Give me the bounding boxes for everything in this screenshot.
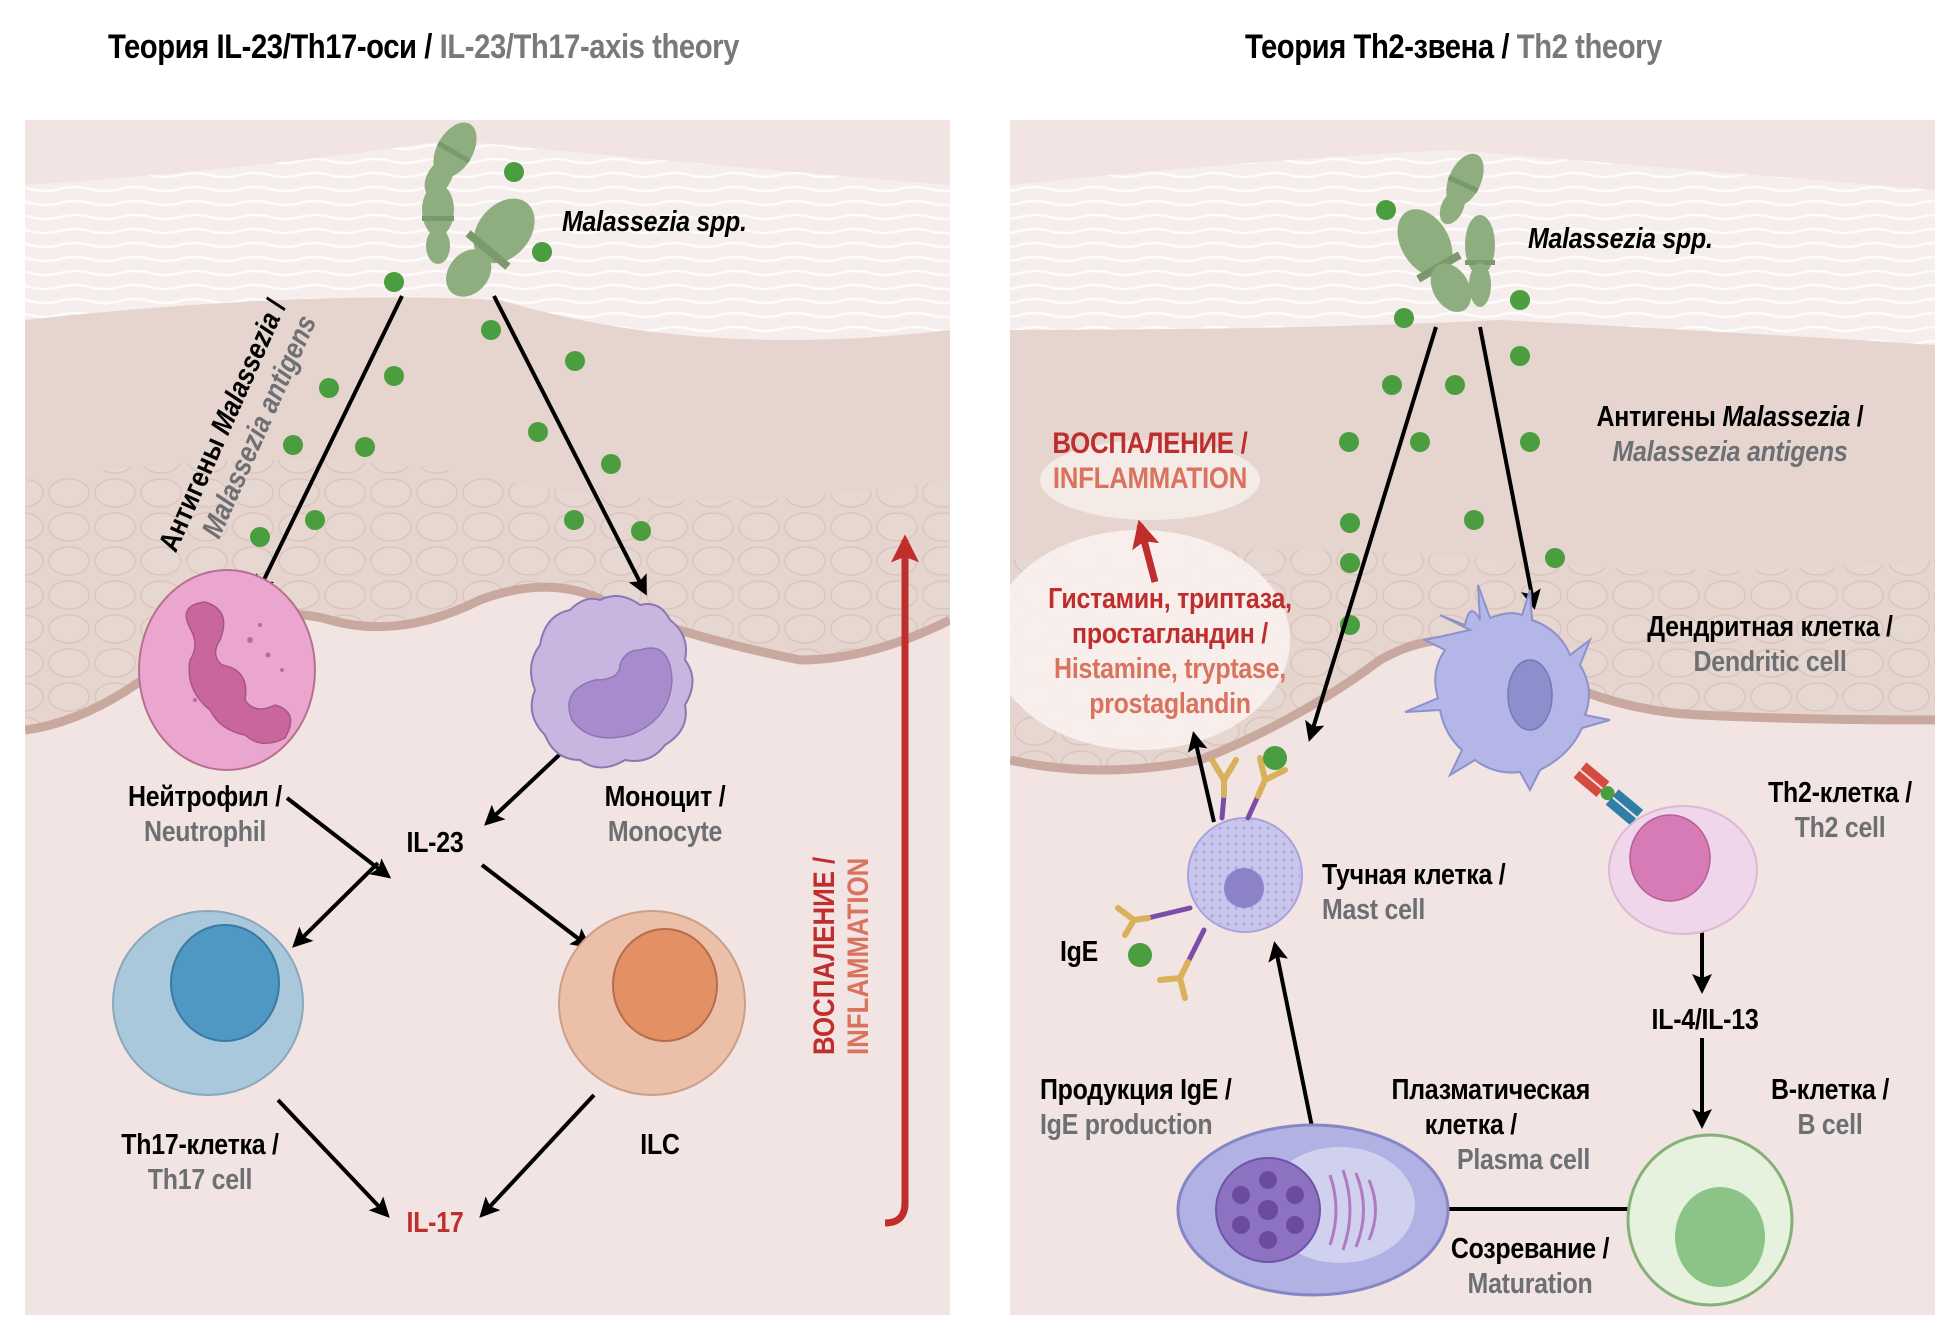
ilc-label: ILC — [608, 1128, 711, 1163]
neutrophil-cell-icon — [138, 569, 316, 771]
pathogen-label: Malassezia spp. — [1528, 222, 1713, 257]
mast-cell-icon — [1187, 817, 1303, 933]
inflammation-label: ВОСПАЛЕНИЕ / INFLAMMATION — [1043, 426, 1258, 496]
pathogen-label: Malassezia spp. — [562, 205, 747, 240]
ige-production-en: IgE production — [1040, 1109, 1213, 1141]
inflammation-arrow — [1132, 519, 1160, 583]
title-en: Th2 theory — [1516, 28, 1663, 66]
neutrophil-ru: Нейтрофил / — [128, 781, 282, 813]
antigens-ru-italic: Malassezia — [1722, 401, 1851, 433]
inflammation-label: ВОСПАЛЕНИЕ / INFLAMMATION — [808, 857, 876, 1055]
pathogen-name: Malassezia spp. — [1528, 223, 1713, 255]
inflammation-ru: ВОСПАЛЕНИЕ / — [808, 856, 841, 1055]
ilc-ru: ILC — [640, 1129, 680, 1161]
neutrophil-en: Neutrophil — [143, 816, 267, 848]
dendritic-cell-label: Дендритная клетка / Dendritic cell — [1624, 610, 1916, 680]
th2-en: Th2 cell — [1794, 812, 1886, 844]
th17-ru: Th17-клетка / — [121, 1129, 279, 1161]
th17-en: Th17 cell — [147, 1164, 253, 1196]
il4-il13-text: IL-4/IL-13 — [1651, 1004, 1759, 1036]
plasma-cell-label: Плазматическая клетка / Plasma cell — [1341, 1073, 1591, 1178]
il17-text: IL-17 — [406, 1207, 464, 1239]
title-ru: Теория IL-23/Th17-оси / — [108, 28, 440, 66]
monocyte-en: Monocyte — [607, 816, 723, 848]
maturation-en: Maturation — [1467, 1268, 1593, 1300]
left-arrows — [256, 295, 647, 1218]
mediators-en-2: prostaglandin — [1089, 688, 1251, 720]
plasma-ru-2: клетка / — [1424, 1109, 1517, 1141]
th17-label: Th17-клетка / Th17 cell — [80, 1128, 321, 1198]
th17-cell-icon — [112, 910, 304, 1096]
malassezia-fungus-icon — [1397, 153, 1495, 312]
inflammation-en: INFLAMMATION — [842, 857, 875, 1055]
mhc-tcr-complex-icon — [1573, 762, 1644, 826]
dendritic-ru: Дендритная клетка / — [1647, 611, 1893, 643]
th2-cell-icon — [1608, 805, 1758, 935]
inflammation-ru: ВОСПАЛЕНИЕ / — [1052, 427, 1248, 460]
antigen-dots — [1339, 200, 1565, 635]
ilc-cell-icon — [558, 910, 746, 1096]
inflammation-en: INFLAMMATION — [1052, 462, 1248, 495]
monocyte-cell-icon — [530, 595, 694, 769]
title-ru: Теория Th2-звена / — [1245, 28, 1517, 66]
mediators-en-1: Histamine, tryptase, — [1054, 653, 1286, 685]
mast-cell-label: Тучная клетка / Mast cell — [1322, 858, 1506, 928]
th2-cell-label: Th2-клетка / Th2 cell — [1754, 776, 1926, 846]
maturation-label: Созревание / Maturation — [1435, 1232, 1624, 1302]
b-cell-icon — [1626, 1133, 1794, 1307]
mast-ru: Тучная клетка / — [1322, 859, 1506, 891]
ige-production-ru: Продукция IgE / — [1040, 1074, 1232, 1106]
mediators-ru-2: простагландин / — [1072, 618, 1268, 650]
bcell-en: B cell — [1797, 1109, 1863, 1141]
dendritic-en: Dendritic cell — [1693, 646, 1847, 678]
inflammation-arrow — [500, 534, 919, 1227]
ige-antibody-icon — [1115, 746, 1288, 1001]
il17-label: IL-17 — [379, 1206, 491, 1241]
mast-en: Mast cell — [1322, 894, 1426, 926]
panel-title-il23: Теория IL-23/Th17-оси / IL-23/Th17-axis … — [108, 28, 739, 67]
plasma-cell-icon — [1176, 1123, 1450, 1297]
bcell-ru: В-клетка / — [1770, 1074, 1890, 1106]
title-en: IL-23/Th17-axis theory — [439, 28, 740, 66]
plasma-ru-1: Плазматическая — [1391, 1074, 1591, 1106]
antigens-ru-suffix: / — [1850, 401, 1864, 433]
neutrophil-label: Нейтрофил / Neutrophil — [85, 780, 326, 850]
il23-text: IL-23 — [406, 827, 464, 859]
malassezia-fungus-icon — [422, 122, 535, 297]
b-cell-label: В-клетка / B cell — [1753, 1073, 1908, 1143]
th2-ru: Th2-клетка / — [1768, 777, 1912, 809]
ige-production-label: Продукция IgE / IgE production — [1040, 1073, 1232, 1143]
mediators-ru-1: Гистамин, триптаза, — [1048, 583, 1292, 615]
mediators-label: Гистамин, триптаза, простагландин / Hist… — [1032, 582, 1307, 722]
antigens-ru-prefix: Антигены — [1596, 401, 1723, 433]
plasma-en: Plasma cell — [1456, 1144, 1590, 1176]
pathogen-name: Malassezia spp. — [562, 206, 747, 238]
monocyte-label: Моноцит / Monocyte — [545, 780, 786, 850]
il23-label: IL-23 — [371, 826, 500, 861]
dendritic-cell-icon — [1404, 584, 1611, 793]
antigens-en: Malassezia antigens — [1612, 436, 1848, 468]
il4-il13-label: IL-4/IL-13 — [1632, 1003, 1778, 1038]
ige-label: IgE — [1060, 935, 1098, 970]
monocyte-ru: Моноцит / — [604, 781, 726, 813]
antigens-label: Антигены Malassezia / Malassezia antigen… — [1558, 400, 1902, 470]
ige-text: IgE — [1060, 936, 1099, 968]
right-arrows — [1187, 326, 1712, 1219]
maturation-ru: Созревание / — [1450, 1233, 1610, 1265]
antigen-dots — [250, 162, 651, 547]
panel-title-th2: Теория Th2-звена / Th2 theory — [1245, 28, 1662, 67]
